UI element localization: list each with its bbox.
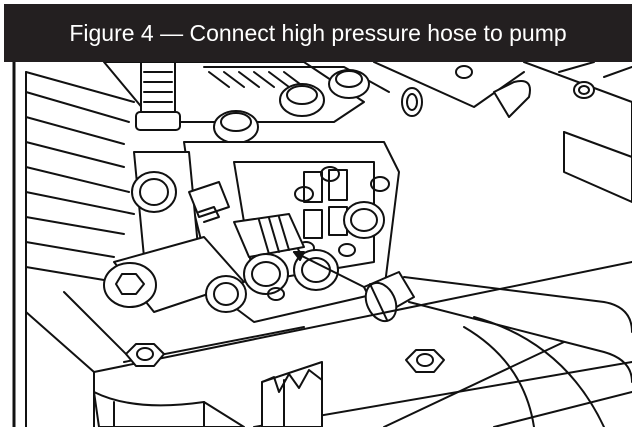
frame-rails [12, 62, 135, 427]
figure-caption-bar: Figure 4 — Connect high pressure hose to… [4, 4, 632, 62]
unloader-valve [103, 151, 247, 313]
top-fitting [135, 62, 181, 131]
right-outlet-fitting [343, 201, 385, 239]
high-pressure-hose [403, 276, 632, 383]
head-bolts [213, 65, 473, 144]
connection-arrow [293, 251, 365, 288]
cable [463, 316, 605, 427]
motor-foot [93, 391, 245, 427]
outlet-nipple [233, 213, 339, 301]
pump-illustration [4, 62, 632, 427]
right-housing [373, 62, 632, 203]
mounting-bracket [261, 361, 323, 427]
base-nuts [125, 343, 445, 373]
motor-fins [25, 71, 135, 281]
figure-caption: Figure 4 — Connect high pressure hose to… [69, 19, 567, 46]
